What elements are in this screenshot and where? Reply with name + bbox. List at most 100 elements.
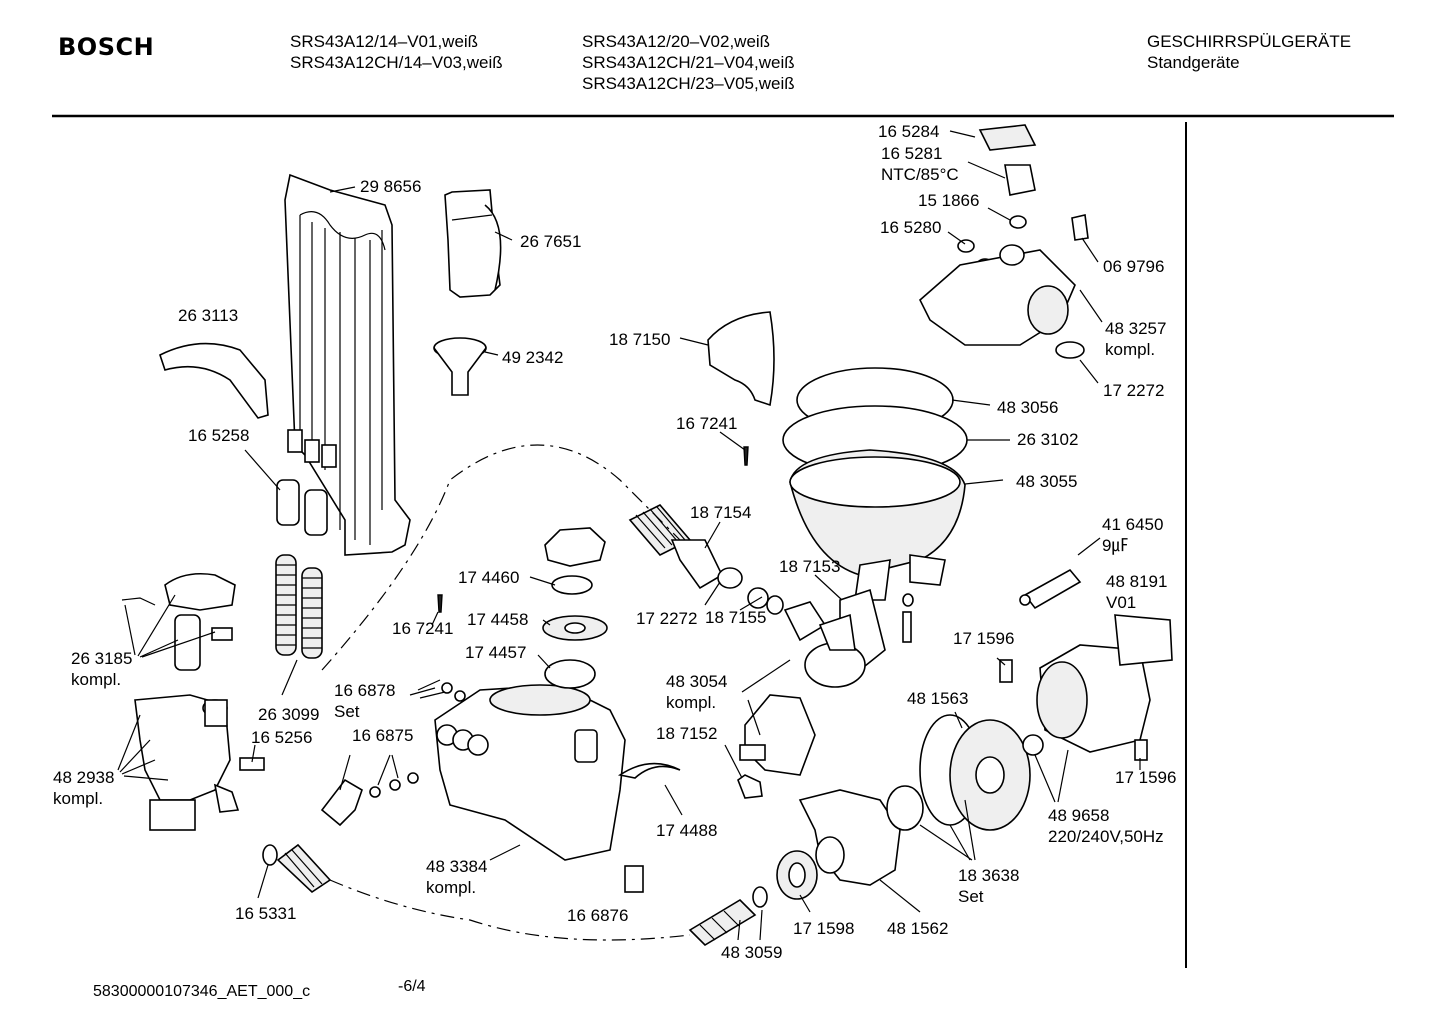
part-label-l23: 18 7152 bbox=[656, 724, 717, 743]
corrugated-hoses-part bbox=[275, 554, 323, 659]
part-label-l1: 16 5284 bbox=[878, 122, 939, 141]
water-distributor-panel-part bbox=[284, 173, 411, 556]
part-label-line: 17 1596 bbox=[1115, 768, 1176, 787]
part-label-line: 17 2272 bbox=[1103, 381, 1164, 400]
part-label-line: 15 1866 bbox=[918, 191, 979, 210]
pump-cover-part bbox=[798, 789, 901, 886]
part-label-l18: 48 1562 bbox=[887, 919, 948, 938]
part-label-l14: 17 1596 bbox=[1115, 768, 1176, 787]
part-label-line: 17 4488 bbox=[656, 821, 717, 840]
part-label-l21: 16 6876 bbox=[567, 906, 628, 925]
part-label-l20: 48 3059 bbox=[721, 943, 782, 962]
part-label-l28: 18 7154 bbox=[690, 503, 751, 522]
part-label-l44: 16 5256 bbox=[251, 728, 312, 747]
funnel-part bbox=[433, 337, 487, 396]
part-label-l4: 16 5280 bbox=[880, 218, 941, 237]
part-label-line: Set bbox=[334, 702, 360, 721]
clip-a-part bbox=[999, 659, 1013, 683]
part-label-line: 48 3055 bbox=[1016, 472, 1077, 491]
part-label-line: 17 1598 bbox=[793, 919, 854, 938]
page-number: -6/4 bbox=[398, 978, 426, 995]
part-label-l33: 49 2342 bbox=[502, 348, 563, 367]
part-label-line: 26 7651 bbox=[520, 232, 581, 251]
part-label-l31: 29 8656 bbox=[360, 177, 421, 196]
document-id: 58300000107346_AET_000_c bbox=[93, 983, 311, 1000]
leader-lines bbox=[117, 130, 1141, 941]
part-label-l37: 17 4458 bbox=[467, 610, 528, 629]
water-softener-part bbox=[434, 684, 626, 861]
part-label-line: V01 bbox=[1106, 593, 1136, 612]
part-label-l13: 17 1596 bbox=[953, 629, 1014, 648]
part-label-line: 26 3185 bbox=[71, 649, 132, 668]
part-label-l36: 17 4460 bbox=[458, 568, 519, 587]
seal-strip-part bbox=[617, 762, 681, 779]
part-label-line: 29 8656 bbox=[360, 177, 421, 196]
part-label-line: 220/240V,50Hz bbox=[1048, 827, 1164, 846]
hose-route-line bbox=[321, 444, 681, 671]
part-label-line: 48 1562 bbox=[887, 919, 948, 938]
small-parts-set bbox=[417, 679, 466, 702]
part-label-line: kompl. bbox=[426, 878, 476, 897]
drain-hose-part bbox=[262, 843, 768, 947]
part-label-line: 18 7154 bbox=[690, 503, 751, 522]
clip-b-part bbox=[1134, 739, 1148, 761]
part-label-line: 26 3102 bbox=[1017, 430, 1078, 449]
part-label-line: 16 7241 bbox=[676, 414, 737, 433]
part-label-line: 17 1596 bbox=[953, 629, 1014, 648]
part-label-line: 18 7152 bbox=[656, 724, 717, 743]
part-label-line: 16 5331 bbox=[235, 904, 296, 923]
part-label-line: 26 3099 bbox=[258, 705, 319, 724]
brand-logo: BOSCH bbox=[58, 33, 155, 61]
part-label-line: 49 2342 bbox=[502, 348, 563, 367]
part-label-l39: 16 7241 bbox=[392, 619, 453, 638]
part-label-line: NTC/85°C bbox=[881, 165, 959, 184]
part-label-l46: 48 3384 kompl. bbox=[426, 857, 487, 897]
screw-part-2 bbox=[743, 446, 749, 466]
part-label-l19: 17 1598 bbox=[793, 919, 854, 938]
part-label-line: 48 3059 bbox=[721, 943, 782, 962]
part-label-line: 17 4460 bbox=[458, 568, 519, 587]
part-label-line: 48 3056 bbox=[997, 398, 1058, 417]
part-label-l32: 26 7651 bbox=[520, 232, 581, 251]
part-label-l10: 48 3055 bbox=[1016, 472, 1077, 491]
part-label-l5: 06 9796 bbox=[1103, 257, 1164, 276]
part-label-l8: 48 3056 bbox=[997, 398, 1058, 417]
part-label-line: 17 4458 bbox=[467, 610, 528, 629]
appliance-category: GESCHIRRSPÜLGERÄTE Standgeräte bbox=[1147, 32, 1352, 72]
part-label-line: kompl. bbox=[53, 789, 103, 808]
clip-part bbox=[737, 774, 763, 799]
part-label-line: 48 3054 bbox=[666, 672, 727, 691]
part-label-line: 18 7150 bbox=[609, 330, 670, 349]
screw-part bbox=[437, 594, 443, 613]
part-label-line: 48 3384 bbox=[426, 857, 487, 876]
thermostat-assembly-part bbox=[919, 124, 1089, 359]
part-label-line: 41 6450 bbox=[1102, 515, 1163, 534]
part-label-line: 18 3638 bbox=[958, 866, 1019, 885]
nut-part bbox=[544, 527, 606, 595]
part-label-l34: 26 3113 bbox=[178, 306, 238, 325]
part-label-line: 16 6878 bbox=[334, 681, 395, 700]
part-label-l25: 18 7155 bbox=[705, 608, 766, 627]
part-label-l22: 17 4488 bbox=[656, 821, 717, 840]
part-label-line: 17 4457 bbox=[465, 643, 526, 662]
part-label-l38: 17 4457 bbox=[465, 643, 526, 662]
part-label-line: 16 7241 bbox=[392, 619, 453, 638]
part-label-line: 18 7153 bbox=[779, 557, 840, 576]
model-list-2: SRS43A12/20–V02,weiß SRS43A12CH/21–V04,w… bbox=[582, 32, 795, 93]
part-label-l27: 18 7153 bbox=[779, 557, 840, 576]
part-label-l7: 17 2272 bbox=[1103, 381, 1164, 400]
pump-housing-pipe-part bbox=[804, 588, 914, 688]
check-valve-part bbox=[320, 772, 419, 827]
model-list-1: SRS43A12/14–V01,weiß SRS43A12CH/14–V03,w… bbox=[290, 32, 503, 72]
part-label-l29: 16 7241 bbox=[676, 414, 737, 433]
part-label-line: 06 9796 bbox=[1103, 257, 1164, 276]
hose-clamps-part bbox=[717, 567, 827, 642]
part-label-line: Set bbox=[958, 887, 984, 906]
